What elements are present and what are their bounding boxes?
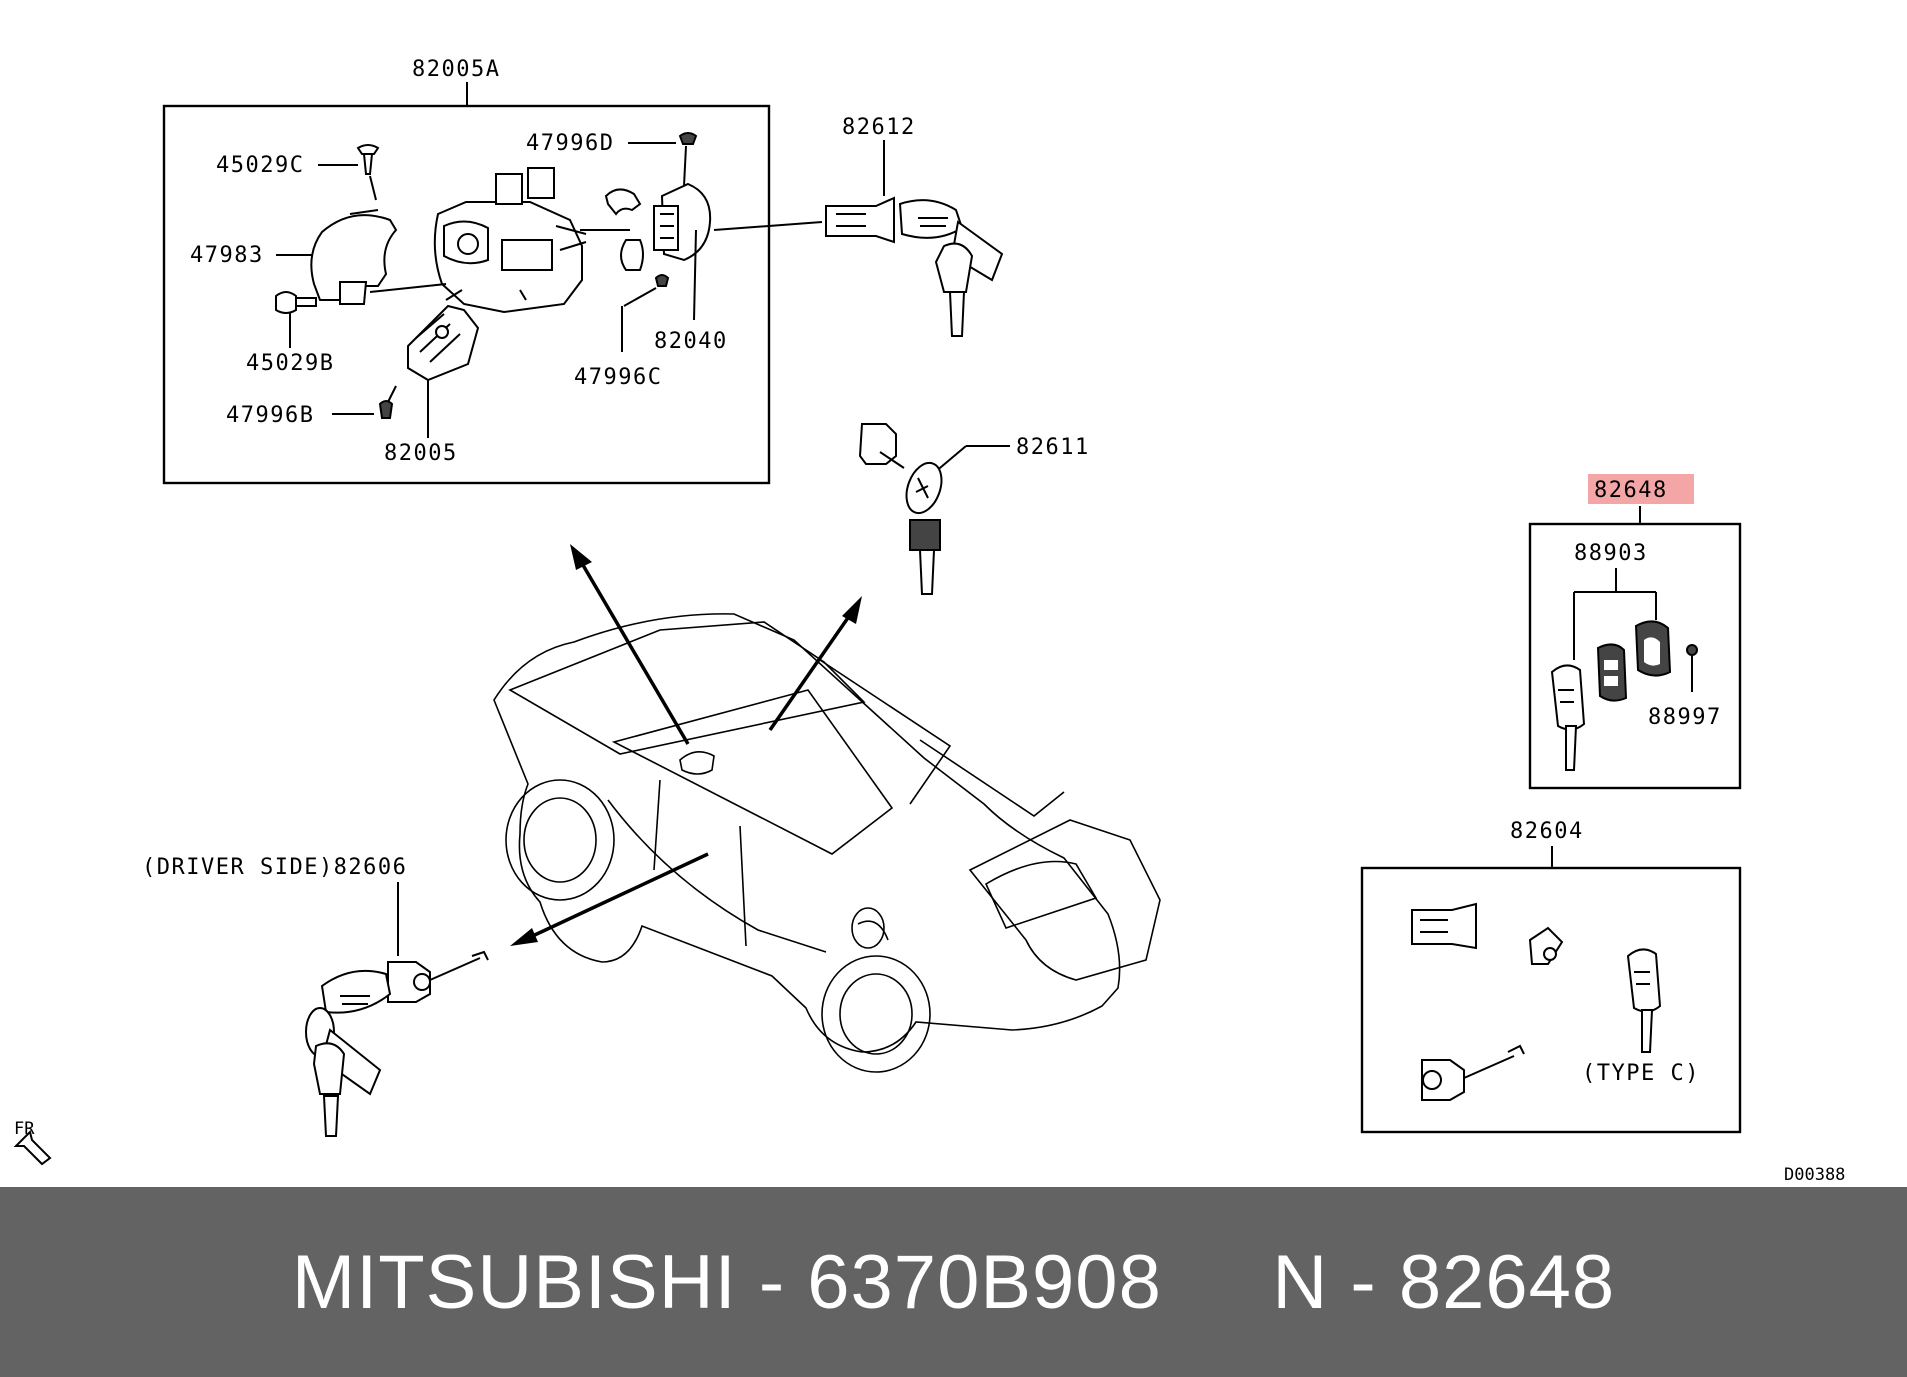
fr-arrow-icon xyxy=(13,1130,52,1166)
glove-box-cylinder-part xyxy=(1528,926,1564,965)
screw-47996B xyxy=(378,400,394,419)
label-driver-side-82606[interactable]: (DRIVER SIDE)82606 xyxy=(142,855,407,880)
door-cylinder-part xyxy=(1421,1044,1525,1101)
case-half xyxy=(1634,620,1672,677)
label-88903[interactable]: 88903 xyxy=(1574,541,1648,566)
key-reader-82040 xyxy=(604,182,712,271)
label-82005A[interactable]: 82005A xyxy=(412,57,500,82)
box-82604 xyxy=(1360,866,1742,1134)
vehicle-outline xyxy=(493,613,1161,1073)
button-pad xyxy=(1596,643,1628,702)
screw-47996C xyxy=(654,274,670,287)
label-82005[interactable]: 82005 xyxy=(384,441,458,466)
ignition-switch-82005 xyxy=(407,304,480,382)
front-direction-mark: FR xyxy=(13,1119,52,1166)
key-set-82612: 82612 xyxy=(825,115,1004,337)
box-82005A xyxy=(162,104,771,485)
footer-part-number: MITSUBISHI - 6370B908 N - 82648 xyxy=(291,1239,1616,1325)
screw-88997 xyxy=(1686,644,1698,656)
label-47996C[interactable]: 47996C xyxy=(574,365,662,390)
label-47983[interactable]: 47983 xyxy=(190,243,264,268)
key-82611: 82611 xyxy=(858,423,1090,595)
label-47996D[interactable]: 47996D xyxy=(526,131,614,156)
parts-diagram: 82005A 45029C 47996D 47983 45029B xyxy=(13,57,1846,1185)
assembly-82005A-group: 82005A 45029C 47996D 47983 45029B xyxy=(162,57,771,485)
key-type-c xyxy=(1626,948,1662,1053)
assembly-82604-group: 82604 (TYPE C) xyxy=(1360,819,1742,1134)
label-82604[interactable]: 82604 xyxy=(1510,819,1584,844)
screw-47996D xyxy=(678,132,698,145)
label-82040[interactable]: 82040 xyxy=(654,329,728,354)
highlight-82648 xyxy=(1588,474,1694,504)
label-45029C[interactable]: 45029C xyxy=(216,153,304,178)
remote-key-fob xyxy=(1550,664,1586,771)
column-cover-47983 xyxy=(310,209,398,305)
label-47996B[interactable]: 47996B xyxy=(226,403,314,428)
screw-45029C xyxy=(356,144,380,175)
label-88997[interactable]: 88997 xyxy=(1648,705,1722,730)
label-82612[interactable]: 82612 xyxy=(842,115,916,140)
label-45029B[interactable]: 45029B xyxy=(246,351,334,376)
pointer-arrows xyxy=(510,544,862,946)
box-82648 xyxy=(1528,522,1742,790)
steering-lock-body xyxy=(433,167,587,314)
door-lock-82606: (DRIVER SIDE)82606 xyxy=(142,855,489,1137)
label-82648[interactable]: 82648 xyxy=(1594,478,1668,503)
footer-banner: MITSUBISHI - 6370B908 N - 82648 xyxy=(0,1187,1907,1377)
ignition-cylinder-part xyxy=(1411,902,1477,950)
label-82611[interactable]: 82611 xyxy=(1016,435,1090,460)
screw-45029B xyxy=(275,291,317,314)
drawing-code: D00388 xyxy=(1784,1165,1845,1185)
assembly-82648-group: 82648 88903 88997 xyxy=(1528,474,1742,790)
label-type-c[interactable]: (TYPE C) xyxy=(1582,1061,1700,1086)
